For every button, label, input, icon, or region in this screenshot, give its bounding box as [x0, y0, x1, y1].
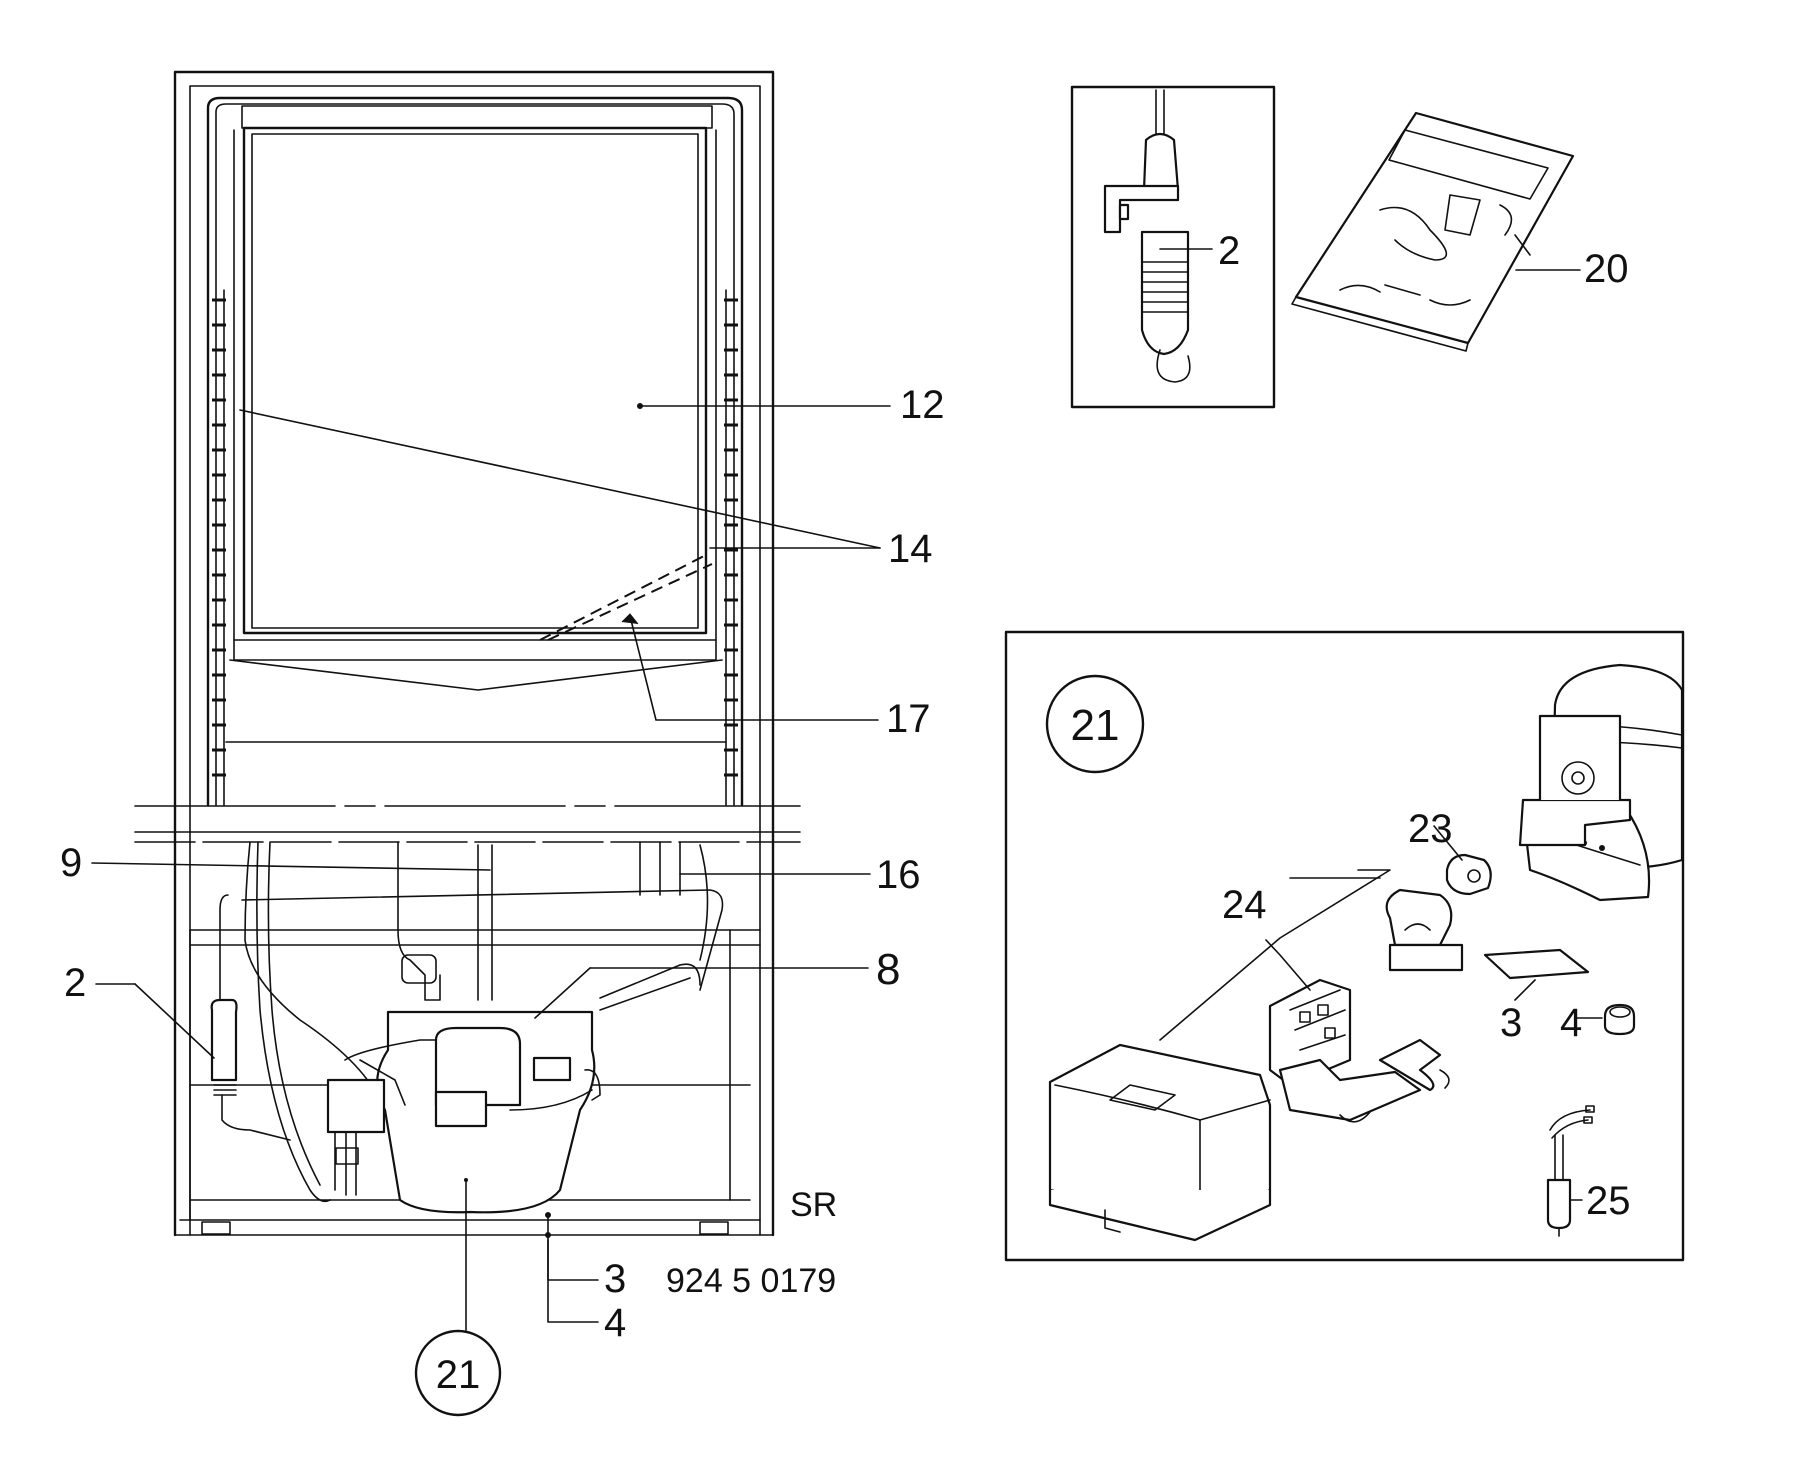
label-4-main: 4: [604, 1301, 626, 1345]
leader-lines-main: [91, 403, 891, 1331]
inset-callout-circle-21: [1045, 674, 1145, 774]
variant-code: SR: [790, 1186, 837, 1224]
main-callout-circle-21: [414, 1329, 502, 1417]
condenser-wire-rungs-right: [724, 298, 738, 777]
callout-labels: 12 14 17 9 16 2 8 3 4 21 2 20 21 23 24 3…: [60, 229, 1631, 1417]
condenser-wire-rungs-left: [212, 298, 226, 777]
refrigerator-back-view: [134, 70, 801, 1238]
label-24: 24: [1222, 883, 1267, 927]
instruction-manual: [1291, 111, 1581, 352]
label-3-main: 3: [604, 1257, 626, 1301]
label-25: 25: [1586, 1179, 1631, 1223]
label-9: 9: [60, 841, 82, 885]
inset-compressor-electrics: [1004, 630, 1685, 1262]
label-21-main: 21: [436, 1353, 481, 1397]
label-23: 23: [1408, 807, 1453, 851]
label-21-inset: 21: [1071, 701, 1120, 750]
label-4-inset: 4: [1560, 1001, 1582, 1045]
label-17: 17: [886, 697, 931, 741]
label-14: 14: [888, 527, 933, 571]
drawing-number: 924 5 0179: [666, 1262, 836, 1300]
label-8: 8: [876, 945, 900, 994]
label-2-inset: 2: [1218, 229, 1240, 273]
label-2-main: 2: [64, 961, 86, 1005]
label-12: 12: [900, 383, 945, 427]
label-16: 16: [876, 853, 921, 897]
label-20: 20: [1584, 247, 1629, 291]
label-3-inset: 3: [1500, 1001, 1522, 1045]
inset-thermostat-sensor: [1070, 85, 1276, 409]
